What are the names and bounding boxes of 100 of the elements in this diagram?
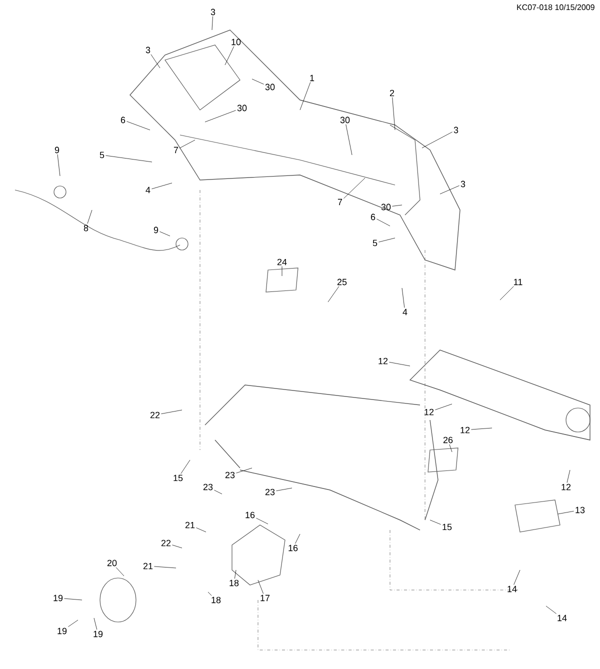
callout-number: 30 xyxy=(381,204,391,210)
callout-number: 22 xyxy=(161,540,171,546)
leader-line xyxy=(471,428,492,430)
callout-number: 2 xyxy=(390,90,394,96)
leader-line xyxy=(204,110,236,122)
callout-number: 11 xyxy=(514,278,522,286)
callout-number: 14 xyxy=(558,614,567,622)
callout-number: 8 xyxy=(84,224,88,232)
callout-number: 26 xyxy=(443,436,453,444)
leader-line xyxy=(152,182,172,190)
leader-line xyxy=(208,592,212,596)
callout-number: 9 xyxy=(54,146,60,154)
leader-line xyxy=(196,528,206,532)
leader-line xyxy=(68,620,78,627)
leader-line xyxy=(258,580,264,594)
callout-number: 25 xyxy=(337,278,347,286)
callout-number: 23 xyxy=(203,484,213,490)
callout-number: 30 xyxy=(340,116,350,124)
callout-number: 19 xyxy=(94,630,103,638)
drawing-code: KC07-018 10/15/2009 xyxy=(517,4,594,10)
callout-number: 5 xyxy=(372,240,378,246)
leader-line xyxy=(154,566,176,568)
leader-line xyxy=(234,570,236,579)
callout-number: 12 xyxy=(562,484,571,490)
leader-line xyxy=(346,124,352,156)
leader-line xyxy=(150,54,160,68)
callout-number: 7 xyxy=(338,198,342,206)
leader-line xyxy=(435,404,452,410)
leader-line xyxy=(440,185,460,194)
callout-number: 1 xyxy=(310,74,314,82)
callout-number: 19 xyxy=(58,628,67,634)
leader-line xyxy=(500,286,514,300)
callout-number: 30 xyxy=(265,84,275,90)
callout-number: 23 xyxy=(225,472,235,478)
leader-line xyxy=(566,470,570,483)
callout-number: 3 xyxy=(210,8,216,16)
callout-number: 13 xyxy=(576,506,585,514)
leader-line xyxy=(236,468,252,474)
leader-line xyxy=(449,444,452,452)
callout-number: 15 xyxy=(442,524,452,530)
callout-number: 16 xyxy=(288,544,298,552)
callout-number: 9 xyxy=(154,226,158,234)
leader-line xyxy=(392,204,402,206)
leader-line xyxy=(328,286,340,302)
callout-number: 16 xyxy=(246,512,255,518)
callout-number: 15 xyxy=(174,474,183,482)
leader-line xyxy=(106,155,152,162)
callout-number: 21 xyxy=(185,522,195,528)
leader-line xyxy=(430,520,441,525)
leader-line xyxy=(376,218,390,226)
callout-number: 3 xyxy=(460,180,466,188)
leader-line xyxy=(256,518,268,524)
leader-line xyxy=(224,46,234,66)
leader-line xyxy=(160,231,170,236)
leader-line xyxy=(402,288,405,308)
callout-number: 22 xyxy=(150,412,160,418)
leader-line xyxy=(514,570,520,585)
leader-line xyxy=(94,618,98,630)
leader-line xyxy=(252,78,264,84)
callout-number: 4 xyxy=(402,308,408,316)
callout-number: 18 xyxy=(212,596,221,604)
callout-number: 6 xyxy=(370,214,376,220)
leader-line xyxy=(64,598,82,600)
leader-line xyxy=(546,606,556,614)
callout-number: 19 xyxy=(54,594,63,602)
callout-number: 12 xyxy=(424,408,434,416)
callout-number: 7 xyxy=(174,146,178,154)
leader-line xyxy=(378,238,396,242)
callout-number: 30 xyxy=(237,104,247,112)
leader-line xyxy=(212,16,213,30)
leader-line xyxy=(389,362,410,366)
leader-line xyxy=(161,410,182,414)
leader-line xyxy=(276,488,292,492)
leader-line xyxy=(116,567,124,576)
callout-number: 6 xyxy=(120,116,126,124)
callout-number: 10 xyxy=(232,38,241,46)
leader-line xyxy=(422,132,452,148)
leader-line xyxy=(87,210,92,224)
callout-number: 17 xyxy=(260,594,270,602)
leader-line xyxy=(392,97,396,130)
callout-number: 5 xyxy=(100,152,104,158)
callout-number: 23 xyxy=(265,488,275,496)
callout-number: 20 xyxy=(107,560,117,566)
callout-number: 4 xyxy=(146,186,150,194)
callout-number: 21 xyxy=(143,562,153,570)
callout-number: 14 xyxy=(508,586,517,592)
callout-number: 3 xyxy=(454,126,458,134)
leader-line xyxy=(126,121,150,130)
callout-number: 12 xyxy=(378,358,388,364)
leader-line xyxy=(180,460,190,474)
leader-line xyxy=(180,140,196,148)
leader-line xyxy=(344,178,366,199)
leader-line xyxy=(300,82,311,110)
leader-line xyxy=(558,510,574,514)
leader-line xyxy=(214,490,222,494)
leader-line xyxy=(295,534,300,544)
callout-number: 24 xyxy=(277,258,287,266)
leader-line xyxy=(172,544,182,548)
callout-number: 3 xyxy=(146,46,150,54)
callout-number: 18 xyxy=(230,580,239,586)
